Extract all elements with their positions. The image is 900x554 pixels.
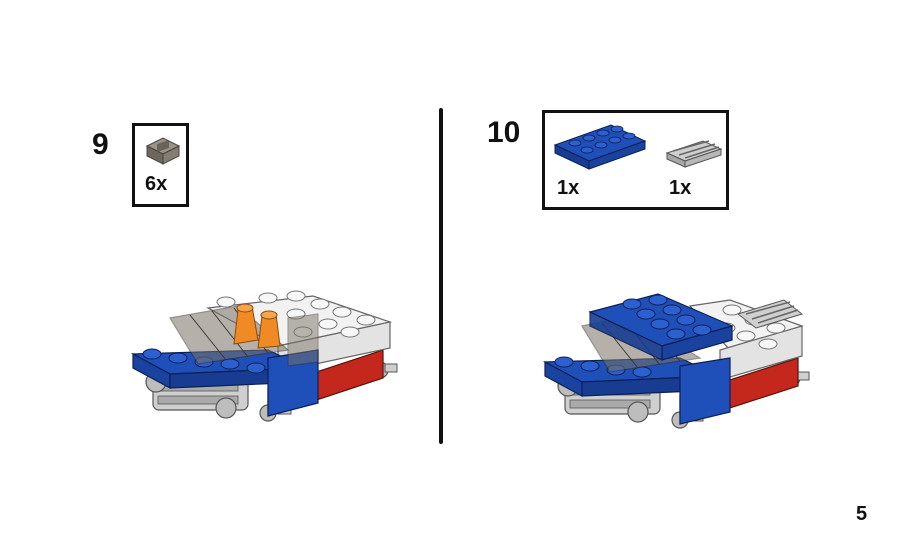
page-number: 5 [856,503,868,525]
gray-grille-tile-icon [665,140,723,168]
step-10-parts-callout: 1x 1x [542,110,729,210]
blue-plate-2x4-icon [553,124,647,170]
step-9-parts-callout: 6x [132,123,189,207]
step-10-car-model [542,293,810,429]
step-divider [439,108,443,444]
trans-black-slope-icon [145,137,181,165]
step-9-number: 9 [92,128,109,161]
step-9-car-model [130,290,398,422]
step-10-number: 10 [487,116,521,149]
step-9-part-qty: 6x [145,173,168,195]
step-10-part-qty-grille: 1x [669,177,692,199]
step-10-part-qty-plate: 1x [557,177,580,199]
